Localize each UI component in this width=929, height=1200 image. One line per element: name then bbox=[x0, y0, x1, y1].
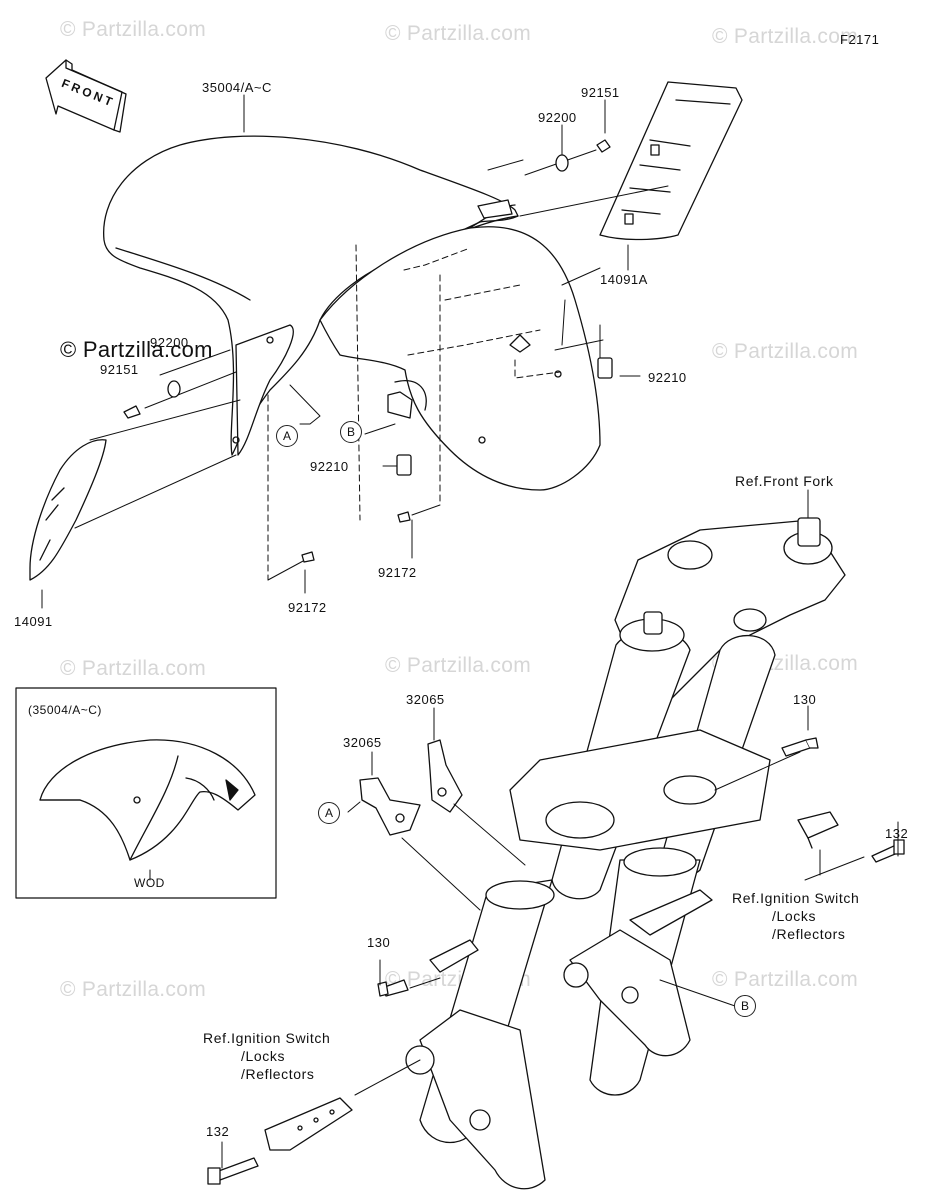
reflector-bracket-right bbox=[797, 811, 839, 849]
watermark: © Partzilla.com bbox=[712, 968, 859, 991]
callout-a: A bbox=[276, 425, 298, 447]
callout-a: A bbox=[318, 802, 340, 824]
part-label-92172[interactable]: 92172 bbox=[378, 565, 417, 580]
part-label-92210[interactable]: 92210 bbox=[310, 459, 349, 474]
ref-ignition-right-3[interactable]: /Reflectors bbox=[772, 926, 846, 942]
bolt-130-left bbox=[377, 979, 409, 997]
watermark: © Partzilla.com bbox=[60, 18, 207, 41]
part-label-130[interactable]: 130 bbox=[367, 935, 391, 950]
watermark: © Partzilla.com bbox=[385, 22, 532, 45]
watermark: © Partzilla.com bbox=[385, 654, 532, 677]
part-label-14091[interactable]: 14091 bbox=[14, 614, 53, 629]
ref-ignition-left-1[interactable]: Ref.Ignition Switch bbox=[203, 1030, 331, 1046]
part-label-92200[interactable]: 92200 bbox=[538, 110, 577, 125]
right-fender-cover bbox=[599, 81, 743, 241]
inset-title: (35004/A~C) bbox=[28, 703, 102, 717]
part-label-132[interactable]: 132 bbox=[206, 1124, 230, 1139]
reflector-bracket-left bbox=[264, 1097, 353, 1151]
front-arrow-icon bbox=[45, 59, 127, 133]
part-label-92210[interactable]: 92210 bbox=[648, 370, 687, 385]
front-fender bbox=[103, 135, 601, 491]
watermark: © Partzilla.com bbox=[60, 657, 207, 680]
watermark: © Partzilla.com bbox=[712, 25, 859, 48]
figure-code: F2171 bbox=[840, 32, 880, 47]
inset-caption: WOD bbox=[134, 876, 165, 890]
part-label-92151[interactable]: 92151 bbox=[581, 85, 620, 100]
watermark: © Partzilla.com bbox=[712, 340, 859, 363]
bolt-132-right bbox=[871, 839, 905, 863]
watermark: © Partzilla.com bbox=[60, 978, 207, 1001]
part-label-132[interactable]: 132 bbox=[885, 826, 909, 841]
ref-ignition-left-3[interactable]: /Reflectors bbox=[241, 1066, 315, 1082]
part-label-32065[interactable]: 32065 bbox=[406, 692, 445, 707]
ref-ignition-right-1[interactable]: Ref.Ignition Switch bbox=[732, 890, 860, 906]
callout-b: B bbox=[340, 421, 362, 443]
ref-ignition-left-2[interactable]: /Locks bbox=[241, 1048, 286, 1064]
part-label-35004[interactable]: 35004/A~C bbox=[202, 80, 272, 95]
inset-fender-wod bbox=[39, 739, 256, 861]
ref-ignition-right-2[interactable]: /Locks bbox=[772, 908, 817, 924]
watermark-foreground: © Partzilla.com bbox=[60, 337, 213, 362]
part-label-92172[interactable]: 92172 bbox=[288, 600, 327, 615]
part-label-32065[interactable]: 32065 bbox=[343, 735, 382, 750]
left-fender-cover bbox=[29, 324, 294, 581]
bracket-32065 bbox=[359, 739, 463, 836]
part-label-92200[interactable]: 92200 bbox=[150, 335, 189, 350]
bolt-130-right bbox=[781, 737, 819, 757]
ref-front-fork[interactable]: Ref.Front Fork bbox=[735, 473, 834, 489]
bolt-132-left bbox=[207, 1157, 259, 1185]
callout-b: B bbox=[734, 995, 756, 1017]
fender-fasteners bbox=[123, 139, 613, 563]
part-label-130[interactable]: 130 bbox=[793, 692, 817, 707]
part-label-92151[interactable]: 92151 bbox=[100, 362, 139, 377]
front-fork-assembly bbox=[405, 517, 846, 1190]
part-label-14091a[interactable]: 14091A bbox=[600, 272, 648, 287]
